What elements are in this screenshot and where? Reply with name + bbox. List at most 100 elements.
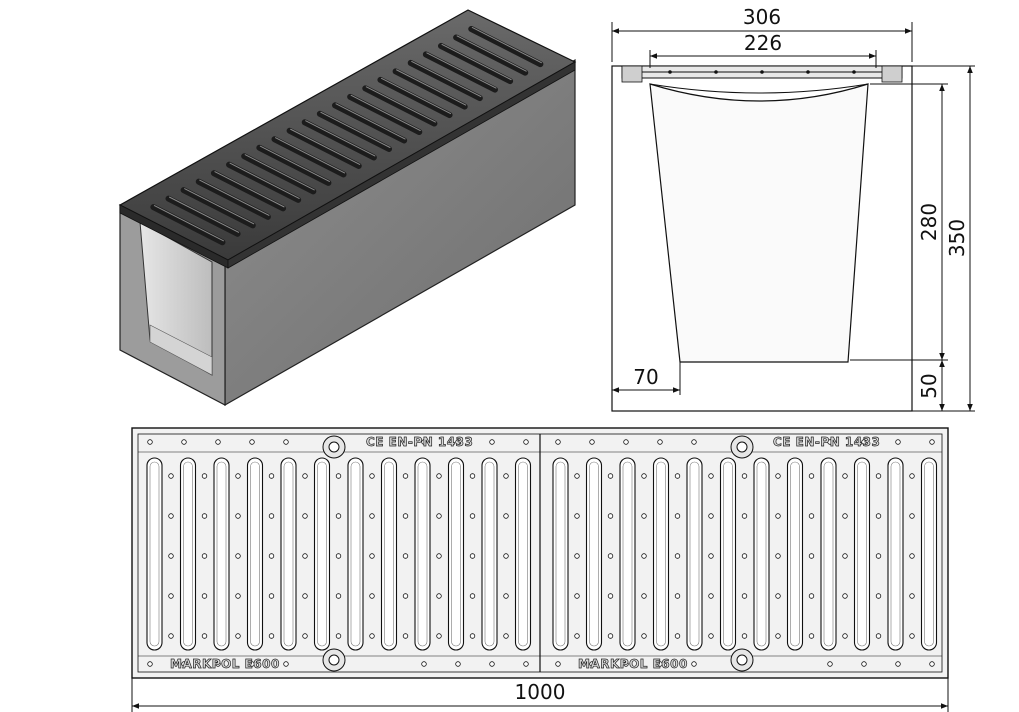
grate-dot: [674, 473, 681, 479]
plan-view: [131, 427, 949, 679]
grate-dot: [929, 439, 935, 445]
channel-floor: [149, 324, 213, 376]
grate-dot: [708, 633, 714, 639]
grate-dot: [335, 513, 342, 519]
grate-dot: [708, 593, 714, 599]
grate-dot: [842, 553, 848, 559]
grate-dot: [436, 633, 442, 639]
grate-slot-inner: [183, 461, 193, 647]
iso-slot-highlight: [471, 26, 542, 64]
isometric-view: [118, 9, 577, 407]
grate-dot: [268, 513, 275, 519]
grate-dot: [741, 633, 748, 639]
channel-cavity: [649, 83, 869, 363]
grate-dot: [861, 439, 867, 445]
grate-dot: [369, 473, 375, 479]
grate-dot: [168, 553, 174, 559]
bolt-hole: [736, 441, 748, 453]
grate-dot: [589, 439, 595, 445]
grate-dot: [895, 439, 901, 445]
grate-dot: [657, 661, 663, 667]
grate-dot: [775, 473, 781, 479]
grate-slot: [481, 457, 498, 651]
grate-dot: [489, 661, 495, 667]
grate-dot: [641, 553, 647, 559]
grate-dot: [235, 513, 241, 519]
grate-slot: [619, 457, 636, 651]
iso-slot-highlight: [441, 43, 512, 81]
grate-dot: [421, 439, 427, 445]
cross-section-view: [611, 65, 913, 412]
grate-dot: [909, 593, 915, 599]
grate-slot: [920, 457, 938, 651]
frame-bolt: [852, 70, 856, 74]
grate-slot: [853, 457, 871, 651]
grate-dot: [268, 593, 275, 599]
cavity-inner-curve: [649, 83, 869, 94]
grate-slot-inner: [149, 461, 160, 647]
dimension-lines: [131, 22, 975, 712]
grate-dot: [741, 513, 748, 519]
grate-slot: [146, 457, 163, 651]
grate-slot: [246, 457, 264, 651]
grate-slot: [380, 457, 398, 651]
grate-dot: [808, 633, 815, 639]
grate-slot-inner: [250, 461, 260, 647]
grate-dot: [808, 473, 815, 479]
grate-dot: [607, 513, 614, 519]
grate-dot: [775, 553, 781, 559]
grate-dot: [574, 633, 580, 639]
iso-slot-highlight: [199, 179, 270, 216]
grate-dot: [335, 633, 342, 639]
grate-dot: [201, 553, 208, 559]
dim-total-width: 306: [743, 5, 781, 29]
iso-slot-highlight: [350, 94, 421, 132]
grate-slot: [280, 457, 297, 651]
grate-dot: [283, 439, 289, 445]
grate-slot-inner: [589, 461, 599, 647]
grate-dot: [607, 553, 614, 559]
iso-slot: [210, 170, 287, 212]
grate-dot: [268, 553, 275, 559]
grate-dot: [875, 473, 882, 479]
marking-left-top: CE EN-PN 1433: [366, 435, 473, 449]
iso-slot-highlight: [229, 162, 300, 199]
grate-dot: [641, 633, 647, 639]
grate-dot: [249, 439, 255, 445]
grate-dot: [523, 439, 529, 445]
grate-dot: [436, 473, 442, 479]
grate-dot: [708, 473, 714, 479]
grate-dot: [909, 473, 915, 479]
dim-base-height: 50: [917, 373, 941, 398]
grate-dot: [235, 553, 241, 559]
grate-dot: [875, 633, 882, 639]
grate-dot: [503, 553, 509, 559]
grate-dot: [469, 513, 476, 519]
grate-dot: [455, 439, 461, 445]
grate-dot: [895, 661, 901, 667]
iso-slot-highlight: [168, 196, 240, 233]
grate-dot: [168, 513, 174, 519]
dim-total-height: 350: [945, 219, 969, 257]
iso-slot: [377, 76, 453, 119]
grate-dot: [302, 473, 308, 479]
grate-slot-inner: [790, 461, 800, 647]
grate-dot: [168, 473, 174, 479]
iso-slot-highlight: [274, 137, 346, 174]
frame-bolts: [668, 70, 856, 74]
grate-dot: [335, 473, 342, 479]
marking-left-bottom: MARKPOL E600: [170, 657, 280, 671]
marking-right-bottom: MARKPOL E600: [578, 657, 688, 671]
grate-dot: [369, 633, 375, 639]
grate-dot: [708, 553, 714, 559]
grate-slot-inner: [283, 461, 294, 647]
iso-slot: [271, 136, 347, 178]
grate-slot: [652, 457, 670, 651]
dim-length: 1000: [515, 680, 566, 704]
grate-slot-inner: [384, 461, 394, 647]
grate-dot: [691, 439, 697, 445]
iso-slot-highlight: [244, 154, 315, 191]
frame-left-lip: [621, 65, 643, 83]
grate-dot: [503, 633, 509, 639]
iso-slot: [226, 161, 302, 203]
